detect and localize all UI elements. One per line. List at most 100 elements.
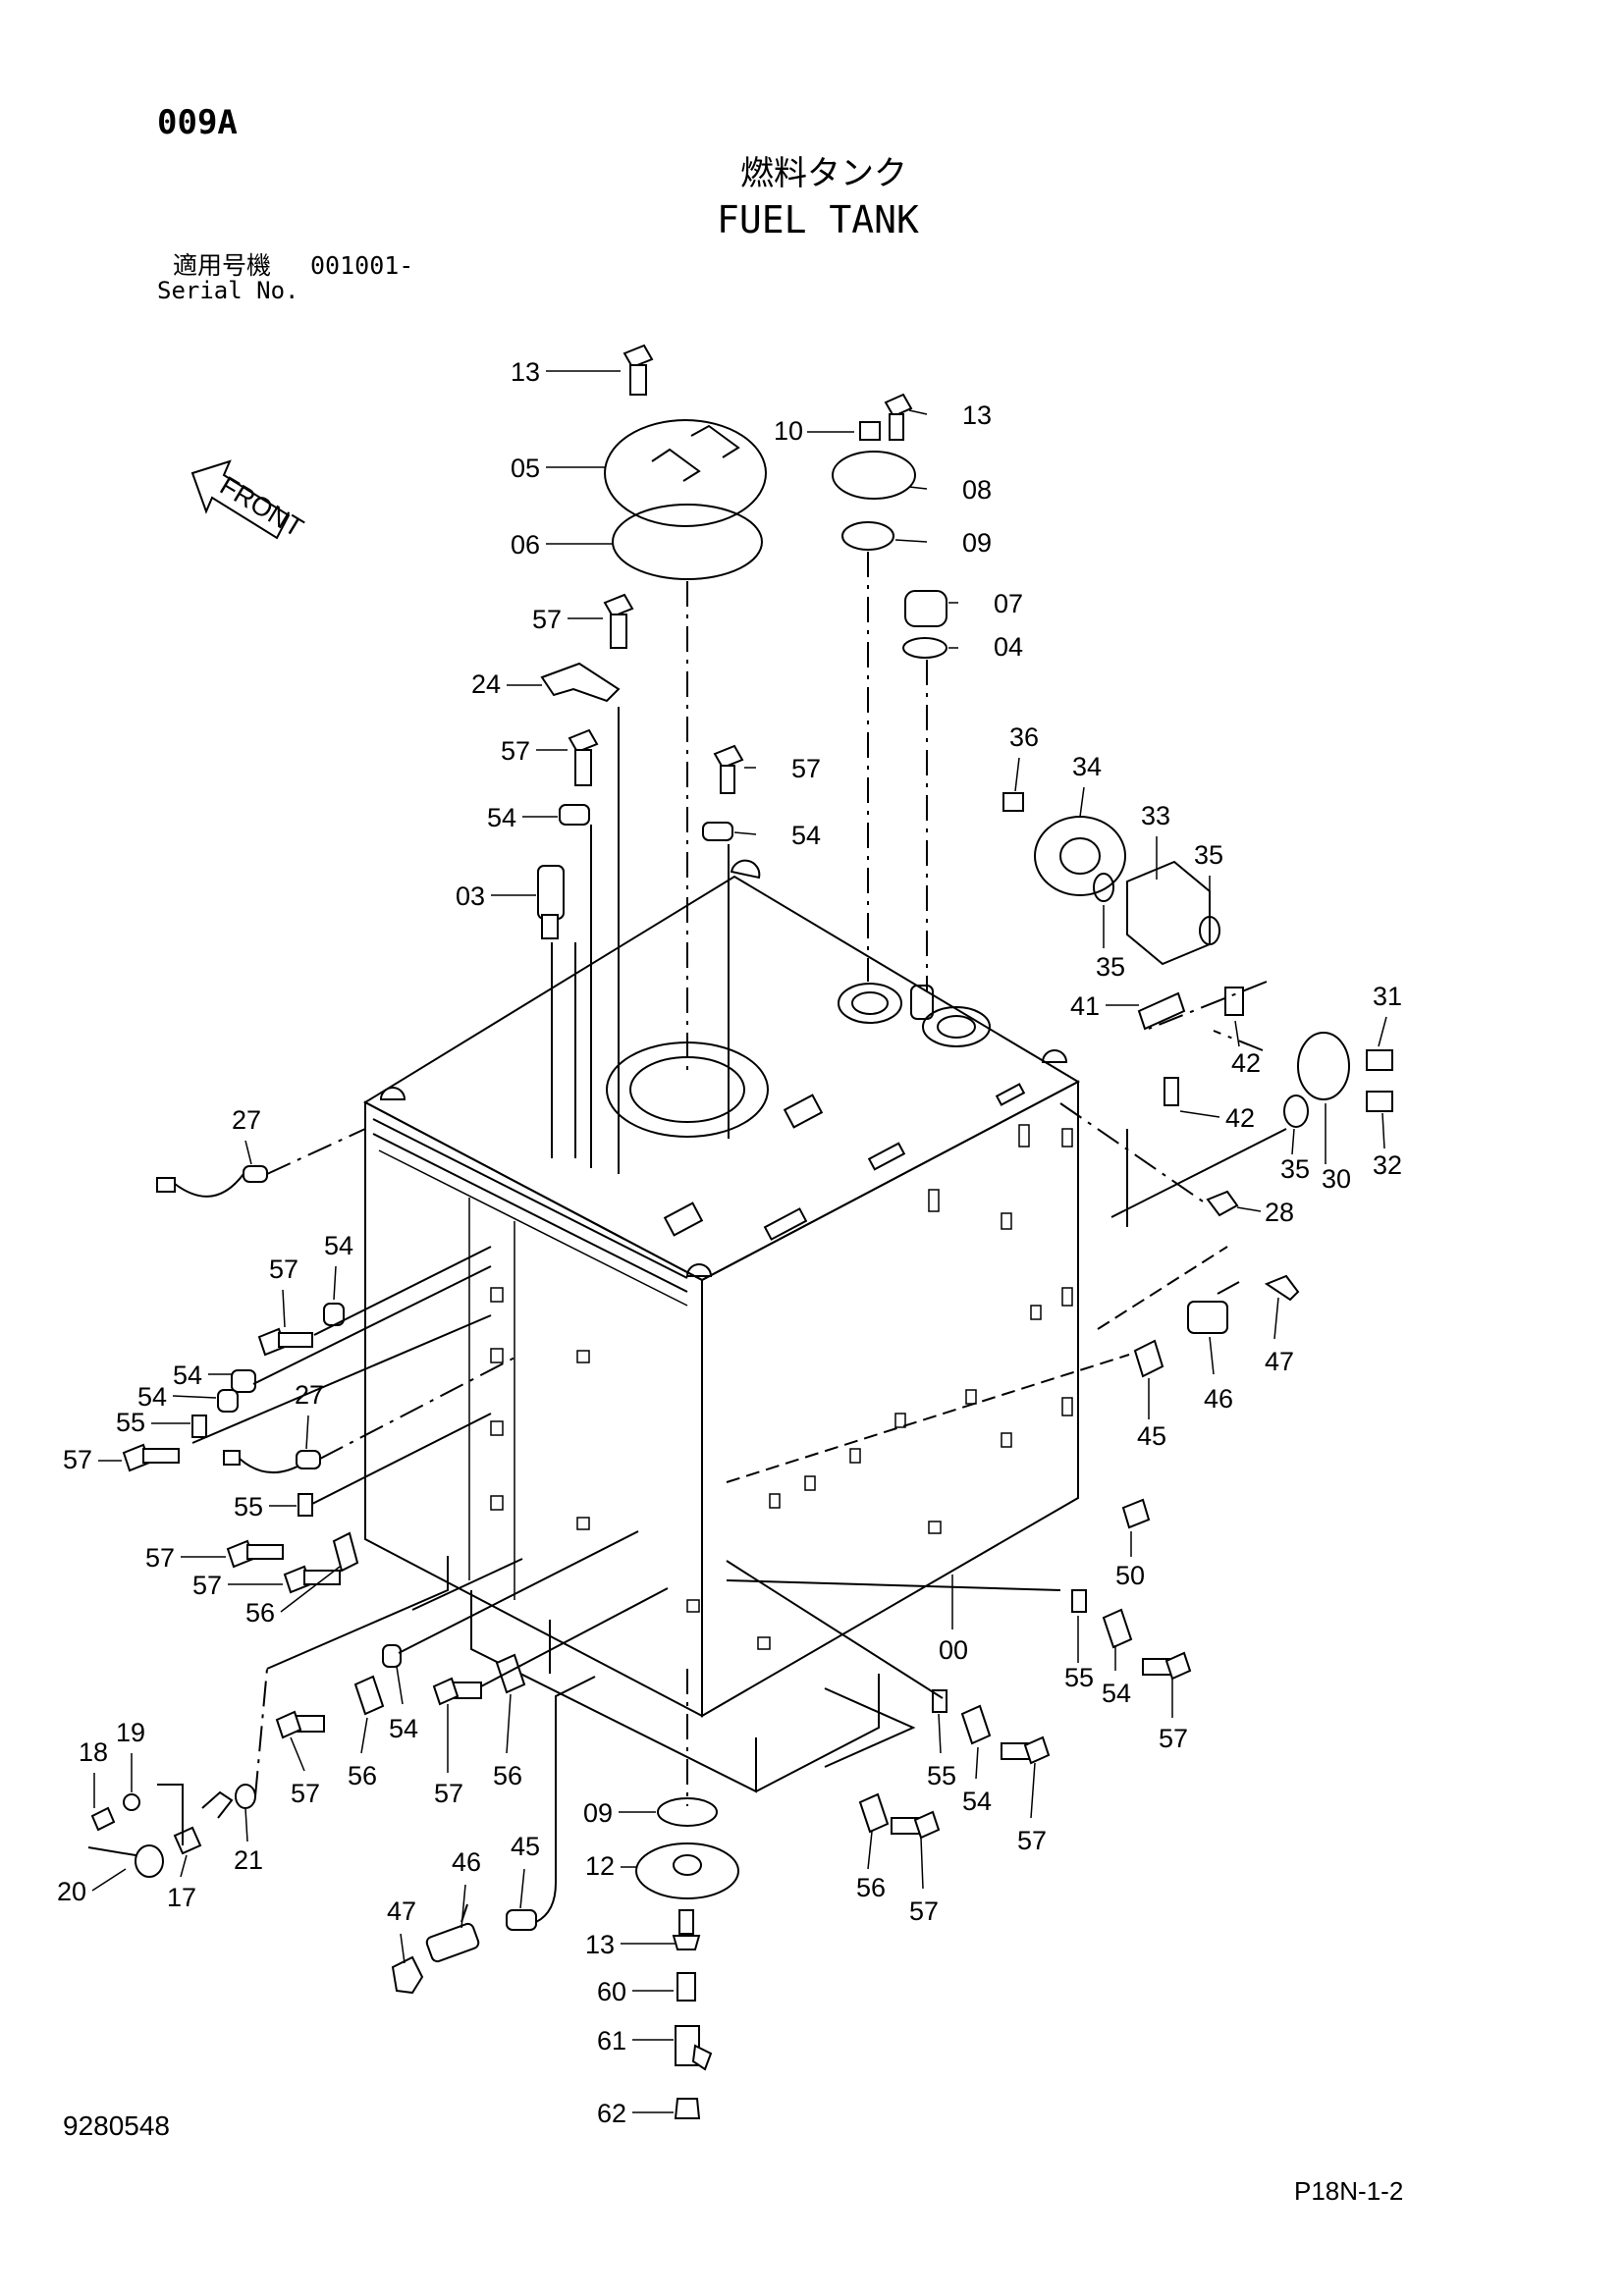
- callout-label-10: 10: [774, 416, 803, 446]
- callout-label-34: 34: [1072, 752, 1102, 781]
- tank-top-openings: [606, 983, 1026, 1241]
- callout-label-35: 35: [1096, 952, 1125, 982]
- callout-leader: [1378, 1016, 1387, 1047]
- callout-label-20: 20: [57, 1877, 86, 1906]
- callout-leader: [1179, 1110, 1220, 1118]
- title-japanese: 燃料タンク: [740, 154, 907, 193]
- return-block-assembly: [1002, 792, 1393, 1227]
- callout-label-12: 12: [585, 1851, 615, 1881]
- callout-label-31: 31: [1373, 982, 1402, 1011]
- callout-label-56: 56: [493, 1761, 522, 1790]
- callout-label-57: 57: [1017, 1826, 1047, 1855]
- callout-label-54: 54: [962, 1787, 992, 1816]
- callout-label-36: 36: [1009, 722, 1039, 752]
- callout-leader: [1030, 1762, 1036, 1819]
- callout-label-42: 42: [1231, 1048, 1261, 1078]
- front-arrow-icon: FRONT: [190, 459, 308, 543]
- callout-label-09: 09: [962, 528, 992, 558]
- callout-label-03: 03: [456, 881, 485, 911]
- tank-body: [362, 859, 1081, 1793]
- callout-leader: [244, 1807, 248, 1842]
- callout-label-18: 18: [79, 1737, 108, 1767]
- callout-leader: [1234, 1020, 1240, 1047]
- callout-label-56: 56: [245, 1598, 275, 1628]
- callout-labels: 1305061013080907045724575754540336343335…: [57, 357, 1402, 2128]
- callout-leader: [396, 1666, 404, 1705]
- callout-label-57: 57: [909, 1896, 939, 1926]
- callout-leader: [1236, 1206, 1262, 1212]
- callout-leader: [938, 1713, 942, 1754]
- callout-label-27: 27: [295, 1380, 324, 1410]
- callout-label-17: 17: [167, 1883, 196, 1912]
- callout-label-54: 54: [389, 1714, 418, 1743]
- callout-leader: [172, 1395, 217, 1399]
- callout-label-07: 07: [994, 589, 1023, 618]
- callout-label-54: 54: [1102, 1679, 1131, 1708]
- bottom-fittings: [87, 1530, 1192, 2119]
- callout-leader: [733, 831, 757, 835]
- callout-leader: [1273, 1297, 1279, 1340]
- callout-leader: [908, 486, 928, 490]
- callout-label-55: 55: [927, 1761, 956, 1790]
- serial-value: 001001-: [310, 251, 414, 280]
- callout-label-56: 56: [856, 1873, 886, 1902]
- callout-leader: [460, 1884, 466, 1929]
- callout-leader: [400, 1933, 406, 1964]
- callout-leader: [280, 1566, 341, 1613]
- callout-leader: [506, 1693, 512, 1754]
- callout-leader: [1381, 1112, 1385, 1149]
- callout-label-35: 35: [1194, 840, 1223, 870]
- callout-label-28: 28: [1265, 1198, 1294, 1227]
- callout-label-47: 47: [1265, 1347, 1294, 1376]
- callout-label-54: 54: [173, 1361, 202, 1390]
- callout-label-57: 57: [1159, 1724, 1188, 1753]
- callout-label-54: 54: [487, 803, 516, 832]
- callout-leader: [290, 1736, 305, 1772]
- callout-leader: [333, 1265, 337, 1301]
- callout-label-45: 45: [1137, 1421, 1166, 1451]
- document-number: 9280548: [63, 2110, 171, 2141]
- callout-label-57: 57: [192, 1571, 222, 1600]
- callout-label-08: 08: [962, 475, 992, 505]
- callout-leader: [908, 409, 928, 415]
- callout-leader: [1014, 757, 1020, 792]
- callout-label-55: 55: [1064, 1663, 1094, 1692]
- callout-label-61: 61: [597, 2026, 626, 2056]
- callout-label-32: 32: [1373, 1150, 1402, 1180]
- callout-label-19: 19: [116, 1718, 145, 1747]
- callout-label-56: 56: [348, 1761, 377, 1790]
- callout-leader: [360, 1717, 368, 1754]
- callout-label-00: 00: [939, 1635, 968, 1665]
- callout-label-54: 54: [137, 1382, 167, 1412]
- callout-leader: [91, 1868, 127, 1892]
- serial-label-english: Serial No.: [157, 277, 299, 304]
- callout-label-57: 57: [291, 1779, 320, 1808]
- callout-label-57: 57: [269, 1255, 298, 1284]
- callout-leader: [975, 1746, 979, 1780]
- callout-label-46: 46: [452, 1847, 481, 1877]
- callout-leader: [894, 539, 928, 543]
- callout-label-55: 55: [234, 1492, 263, 1522]
- callout-label-54: 54: [324, 1231, 353, 1260]
- callout-label-13: 13: [962, 400, 992, 430]
- callout-leader: [1079, 786, 1085, 818]
- callout-label-09: 09: [583, 1798, 613, 1828]
- callout-label-46: 46: [1204, 1384, 1233, 1414]
- callout-label-41: 41: [1070, 991, 1100, 1021]
- callout-leader: [1209, 1336, 1215, 1375]
- callout-leader: [867, 1831, 873, 1870]
- top-cover-assembly: [537, 344, 947, 1174]
- callout-label-57: 57: [791, 754, 821, 783]
- callout-label-45: 45: [511, 1832, 540, 1861]
- callout-label-50: 50: [1115, 1561, 1145, 1590]
- page-code: 009A: [157, 103, 238, 142]
- callout-label-57: 57: [63, 1445, 92, 1474]
- callout-label-57: 57: [145, 1543, 175, 1573]
- callout-label-57: 57: [532, 605, 562, 634]
- drain-valve-right: [726, 1246, 1300, 1529]
- callout-label-42: 42: [1225, 1103, 1255, 1133]
- callout-leader: [180, 1854, 188, 1878]
- callout-label-24: 24: [471, 669, 501, 699]
- callout-label-60: 60: [597, 1977, 626, 2006]
